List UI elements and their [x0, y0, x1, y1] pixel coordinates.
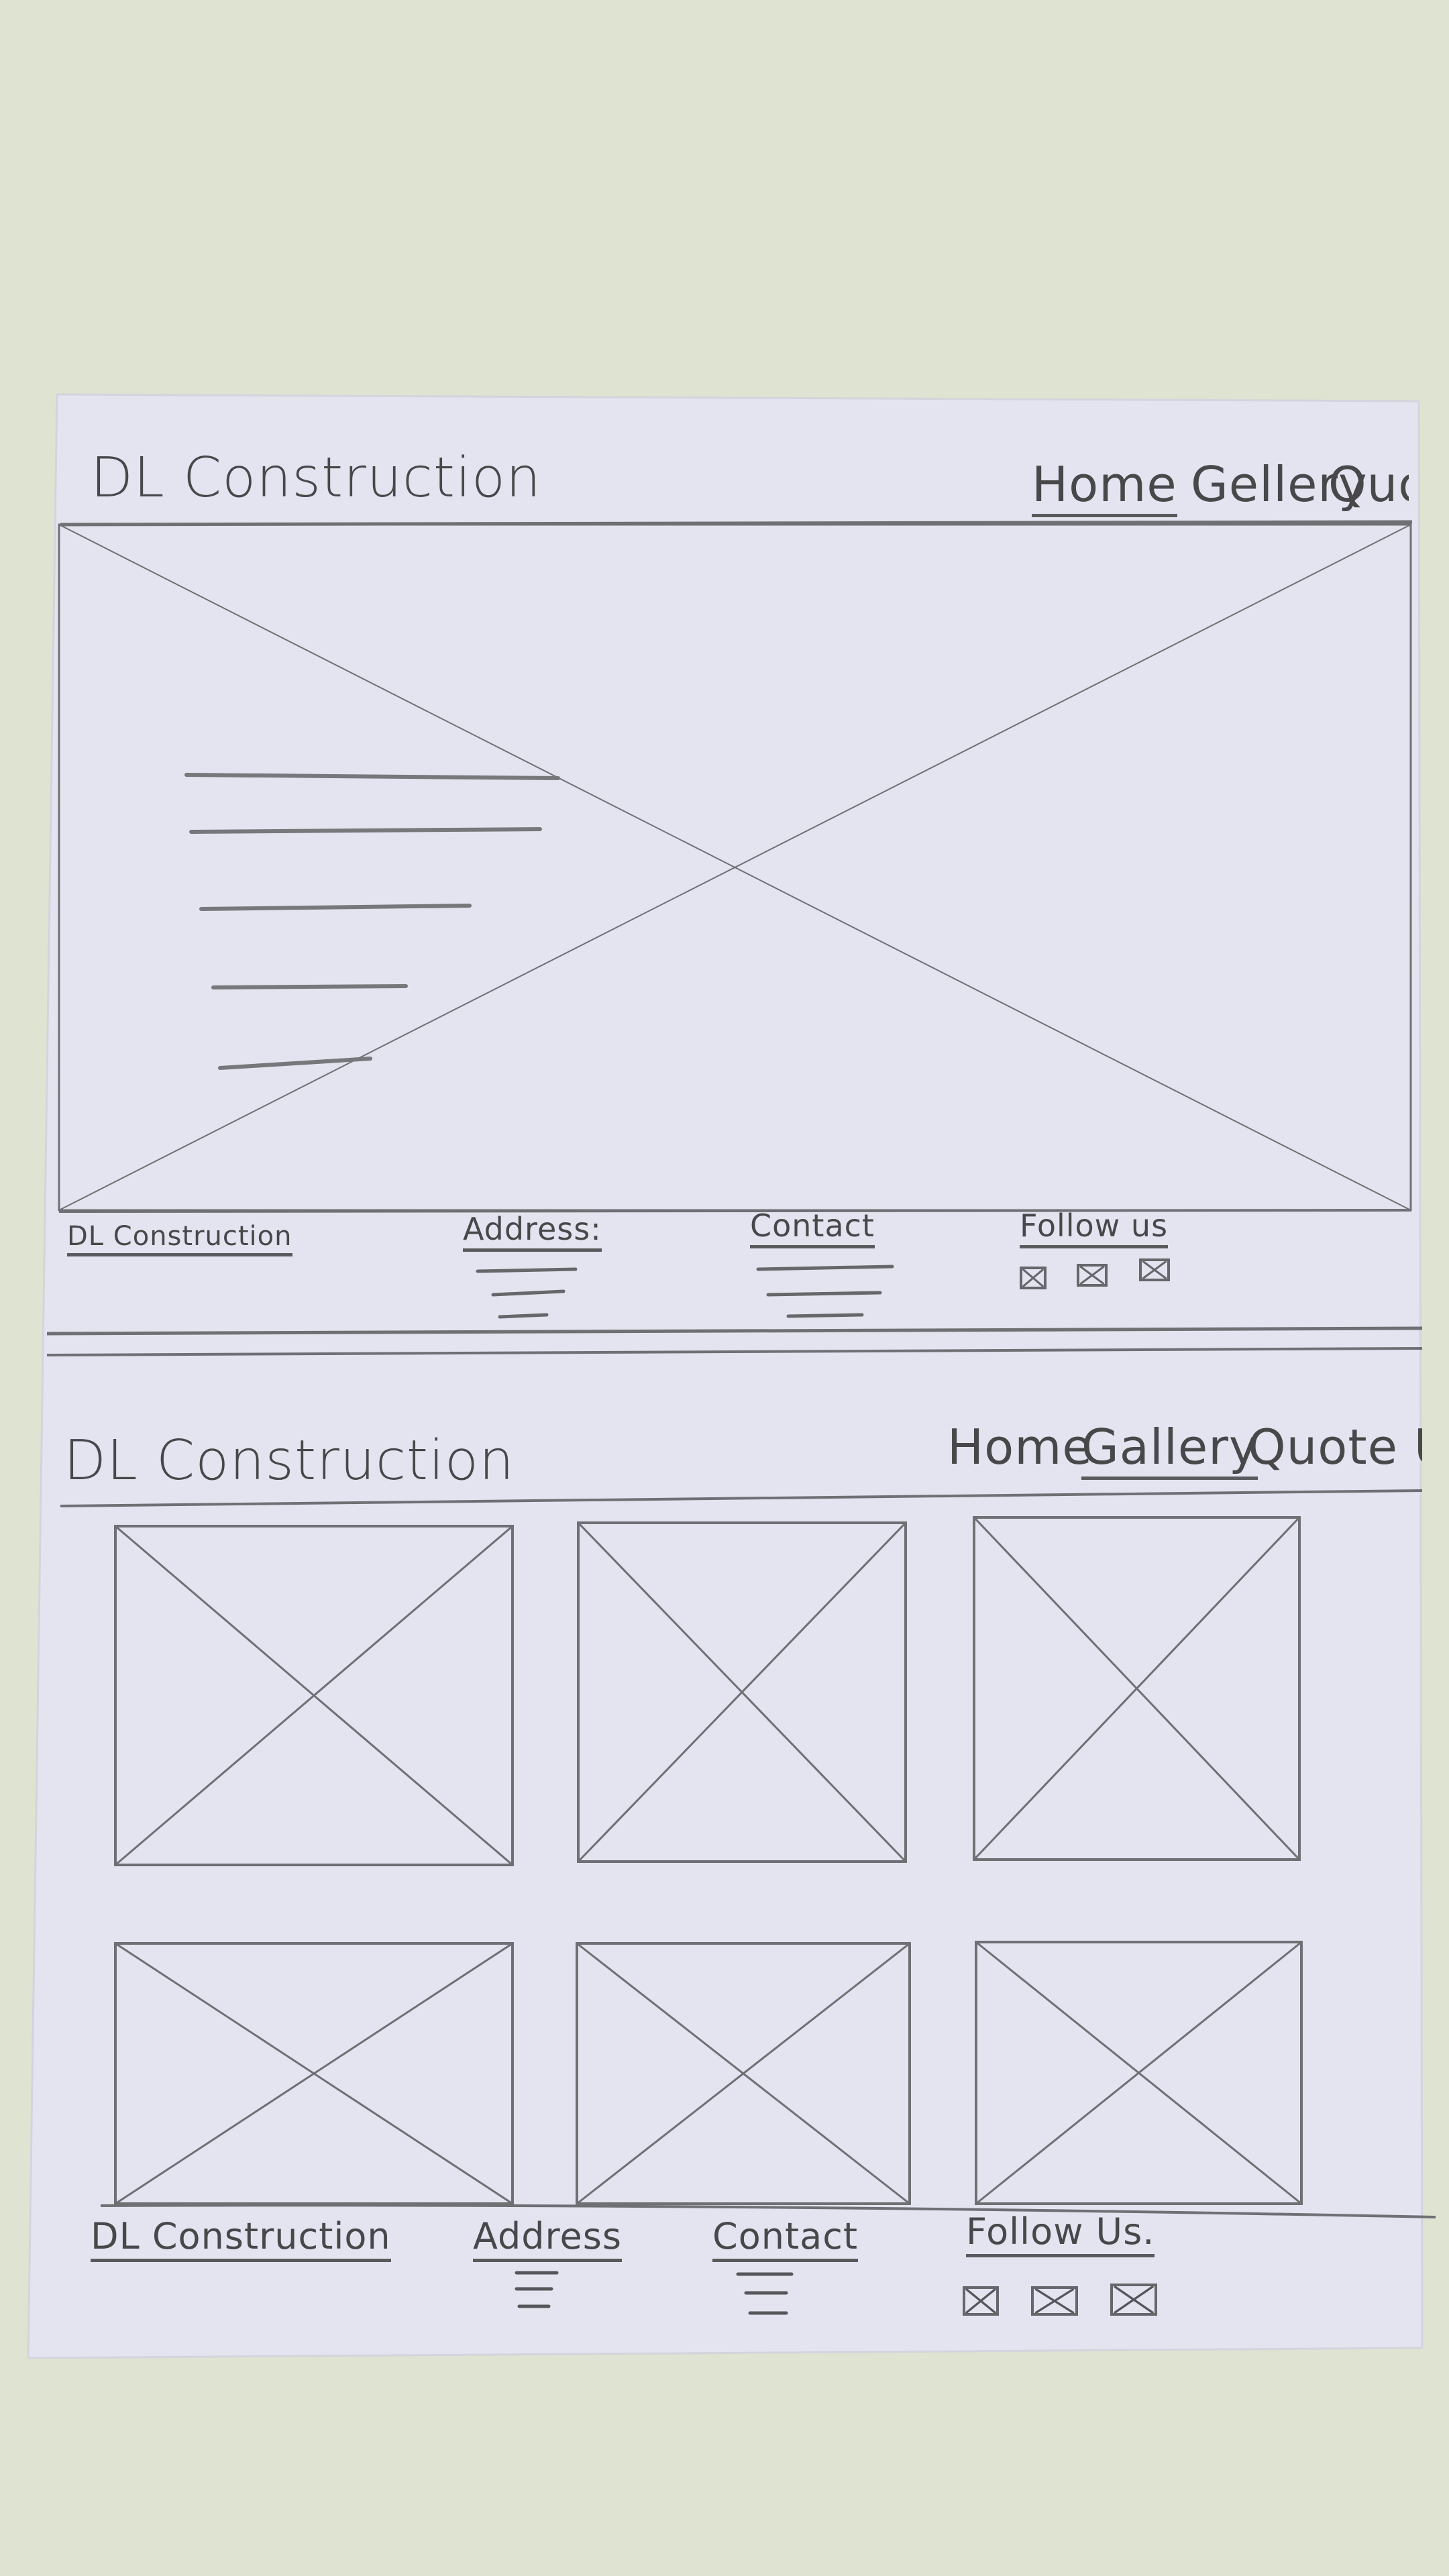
social-icon[interactable] [1110, 2284, 1157, 2316]
social-icon[interactable] [1077, 1264, 1108, 1287]
gallery-grid [114, 1516, 1303, 2205]
gallery-image-placeholder [114, 1525, 514, 1866]
page2-footer-contact-label: Contact [712, 2215, 859, 2262]
social-icon[interactable] [963, 2286, 999, 2316]
gallery-image-placeholder [975, 1941, 1303, 2205]
page2-nav-home[interactable]: Home [947, 1419, 1093, 1475]
page1-footer-follow-label: Follow us [1020, 1208, 1169, 1248]
gallery-image-placeholder [577, 1521, 907, 1863]
social-icon[interactable] [1139, 1258, 1170, 1281]
page2-footer-follow-label: Follow Us. [966, 2210, 1155, 2257]
page2-nav-gallery[interactable]: Gallery [1081, 1419, 1258, 1480]
page2-footer-address-label: Address [473, 2215, 623, 2262]
page1-footer-brand: DL Construction [67, 1221, 292, 1256]
social-icon[interactable] [1020, 1267, 1046, 1289]
page1-nav-home[interactable]: Home [1032, 456, 1177, 517]
page1-nav-quote[interactable]: Quot [1328, 456, 1409, 513]
page1-footer-contact-label: Contact [750, 1208, 875, 1248]
gallery-image-placeholder [114, 1942, 514, 2205]
page2-nav-quote-us[interactable]: Quote Us [1248, 1419, 1422, 1475]
page1-nav-gallery[interactable]: Gellery [1191, 456, 1368, 513]
page1-brand-logo[interactable]: DL Construction [91, 446, 542, 510]
hero-text-lines [184, 773, 560, 1070]
gallery-image-placeholder [576, 1942, 911, 2205]
gallery-image-placeholder [973, 1516, 1301, 1861]
page2-footer-brand: DL Construction [91, 2215, 391, 2262]
page1-footer-address-label: Address: [463, 1211, 602, 1252]
page2-brand-logo[interactable]: DL Construction [64, 1429, 515, 1493]
social-icon[interactable] [1031, 2286, 1078, 2316]
